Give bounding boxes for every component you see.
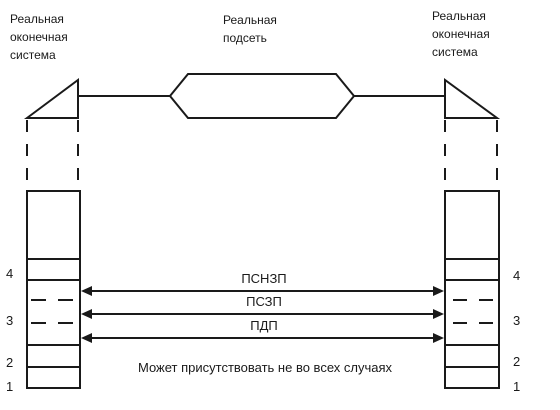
right-stack	[444, 190, 500, 389]
right-end-system-label: Реальная оконечная система	[432, 9, 490, 59]
left-layer-number-2: 2	[6, 355, 14, 370]
left-layer-number-4: 4	[6, 266, 14, 281]
right-system-triangle	[444, 78, 501, 119]
flow-label-pdp: ПДП	[250, 318, 278, 333]
left-stack	[26, 190, 81, 389]
flow-label-pcnzp: ПСНЗП	[241, 271, 287, 286]
left-layer-number-1: 1	[6, 379, 14, 394]
projection-lines	[26, 120, 498, 188]
arrowhead-right	[433, 333, 444, 343]
arrowhead-left	[81, 286, 92, 296]
right-layer-number-3: 3	[513, 313, 521, 328]
right-layer-number-1: 1	[513, 379, 521, 394]
left-end-system-label: Реальная оконечная система	[10, 12, 68, 62]
subnet-hexagon	[168, 73, 356, 119]
arrowhead-right	[433, 286, 444, 296]
right-layer-number-4: 4	[513, 268, 521, 283]
right-layer-number-2: 2	[513, 354, 521, 369]
arrowhead-left	[81, 309, 92, 319]
left-system-triangle	[23, 78, 79, 119]
optional-note: Может присутствовать не во всех случаях	[137, 360, 392, 375]
arrowheads	[81, 286, 444, 343]
arrowhead-left	[81, 333, 92, 343]
flow-label-pszp: ПСЗП	[246, 294, 282, 309]
left-layer-number-3: 3	[6, 313, 14, 328]
arrowhead-right	[433, 309, 444, 319]
right-stack-frame	[444, 190, 500, 389]
subnet-label: Реальная подсеть	[223, 13, 277, 45]
left-stack-frame	[26, 190, 81, 389]
